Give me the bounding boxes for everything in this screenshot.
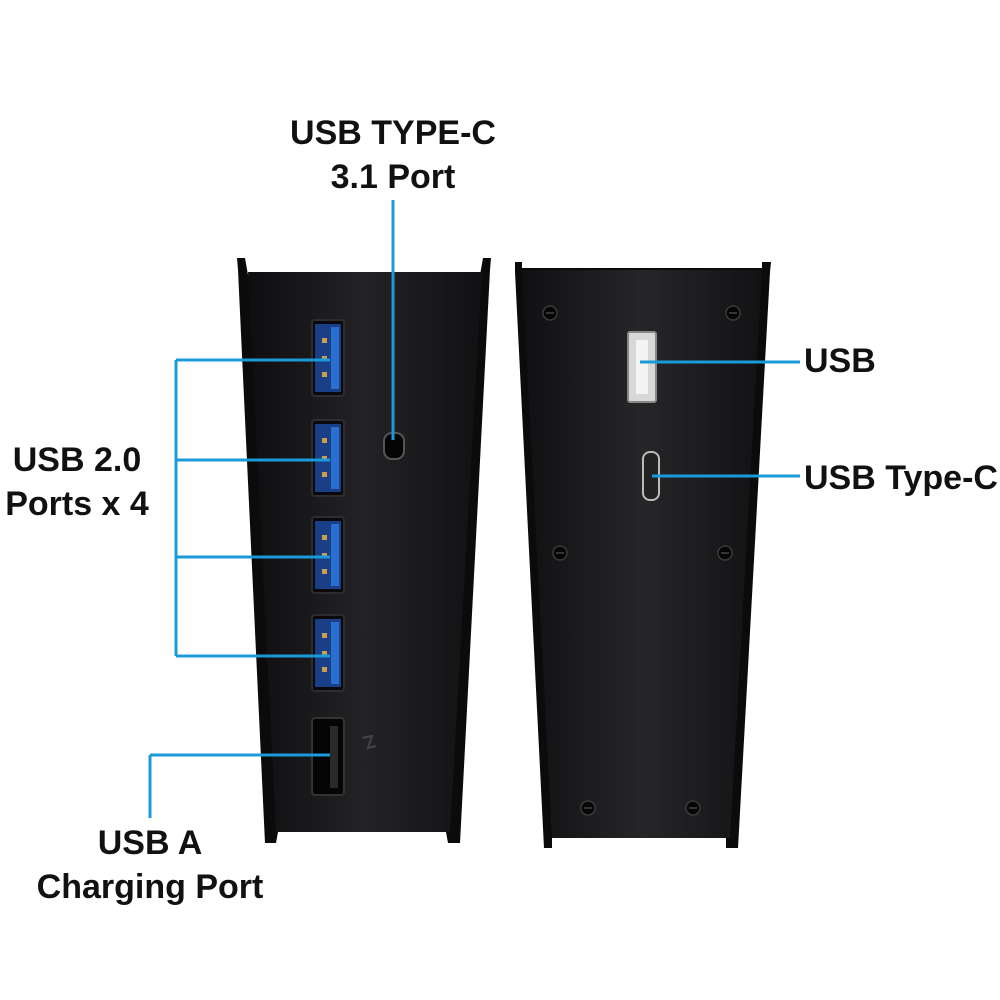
label-line: 3.1 Port bbox=[330, 158, 456, 196]
screw-icon bbox=[542, 305, 558, 321]
label-line: Charging Port bbox=[36, 868, 264, 906]
callout-lines bbox=[148, 200, 800, 818]
label-type-c-rear: USB Type-C bbox=[804, 459, 998, 497]
usb-2-port bbox=[311, 319, 345, 397]
screw-icon bbox=[685, 800, 701, 816]
screw-icon bbox=[725, 305, 741, 321]
screw-icon bbox=[580, 800, 596, 816]
screw-icon bbox=[717, 545, 733, 561]
label-type-c-front: USB TYPE-C 3.1 Port bbox=[290, 111, 496, 199]
hub-rear-view bbox=[515, 262, 771, 848]
usb-2-port bbox=[311, 614, 345, 692]
label-line: USB 2.0 bbox=[12, 441, 142, 479]
usb-2-port bbox=[311, 419, 345, 497]
label-usb2-ports: USB 2.0 Ports x 4 bbox=[5, 438, 149, 526]
lightning-icon bbox=[361, 734, 377, 750]
usb-2-port bbox=[311, 516, 345, 594]
label-line: USB A bbox=[97, 824, 203, 862]
label-line: Ports x 4 bbox=[5, 485, 149, 523]
hub-front-view bbox=[237, 258, 491, 843]
label-line: USB TYPE-C bbox=[290, 114, 496, 152]
label-usb-a-charging: USB A Charging Port bbox=[37, 821, 264, 909]
screw-icon bbox=[552, 545, 568, 561]
label-usb-rear: USB bbox=[804, 342, 876, 380]
